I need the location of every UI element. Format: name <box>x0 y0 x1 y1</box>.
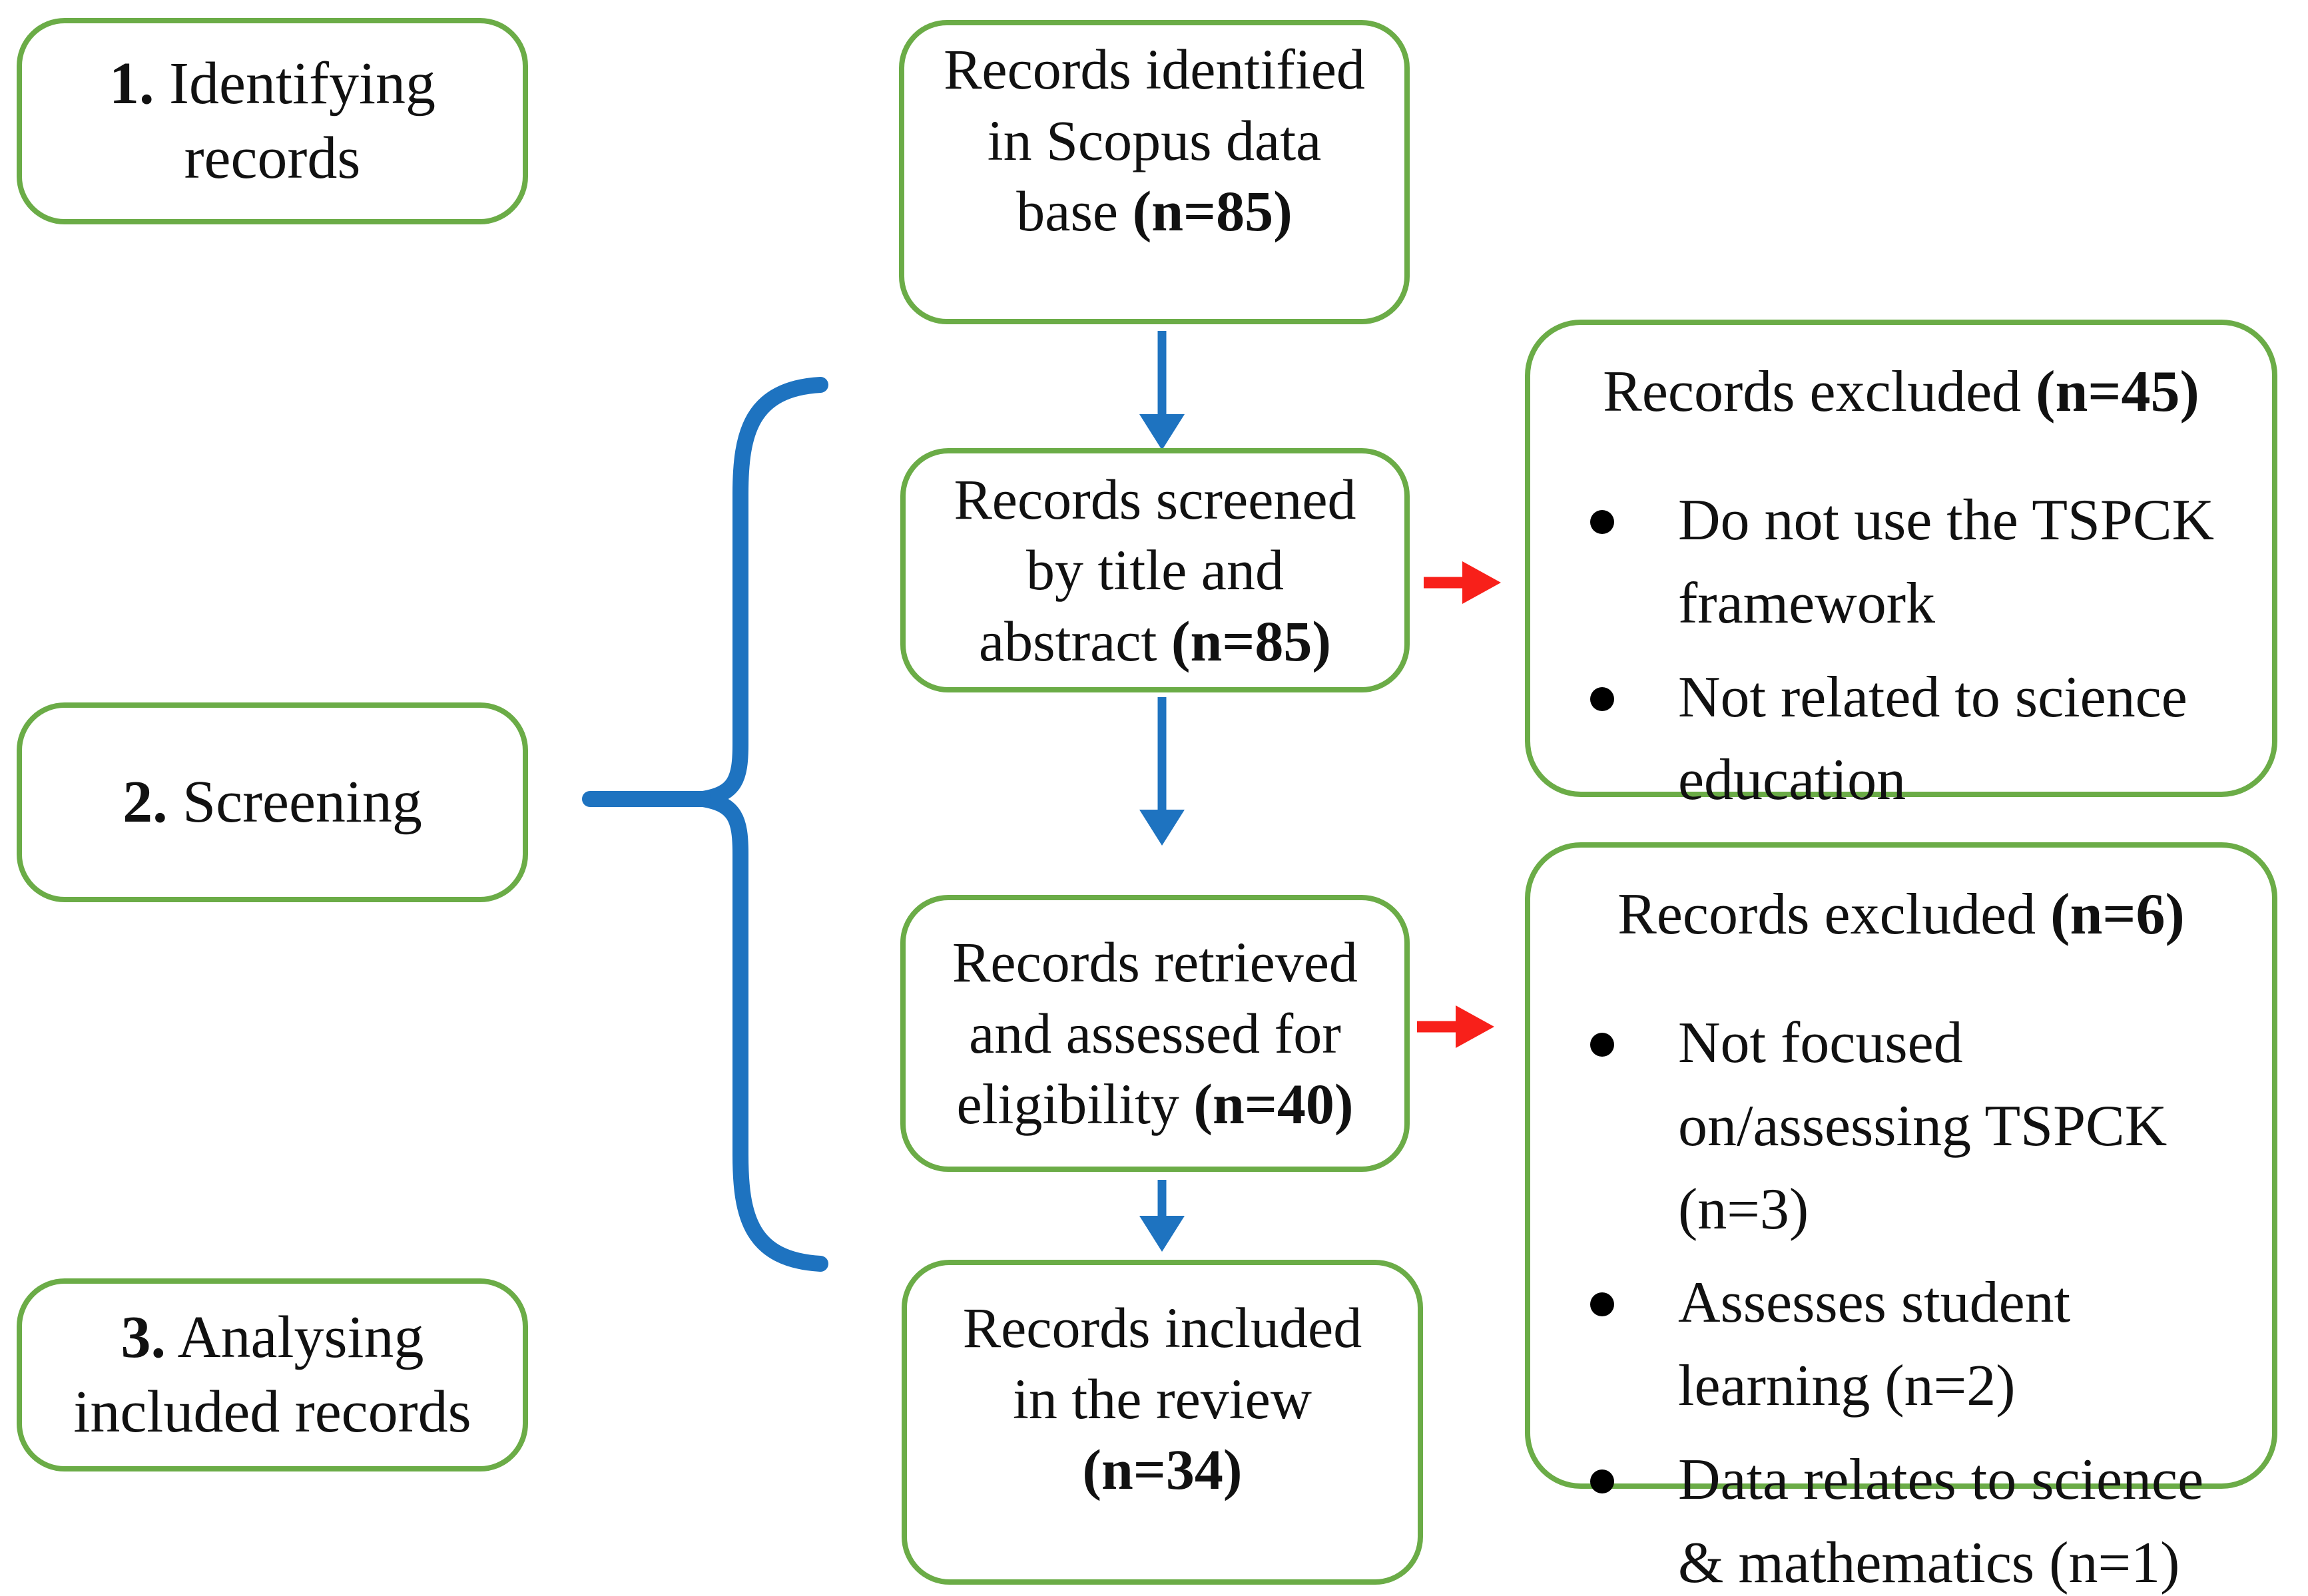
text-segment: (n=85) <box>1171 609 1331 673</box>
stage-label: 1. Identifying records <box>54 47 491 196</box>
text-segment: Identifying records <box>154 50 435 192</box>
text-line: Records screened <box>954 464 1356 535</box>
exclusion-title: Records excluded (n=6) <box>1570 880 2232 950</box>
text-line: in Scopus data <box>944 105 1365 176</box>
text-segment: Records retrieved <box>952 930 1358 995</box>
text-segment: Analysing included records <box>73 1304 471 1446</box>
bullet-item: Not focused on/assessing TSPCK (n=3) <box>1570 1002 2232 1252</box>
stage-box-analysing-included-records: 3. Analysing included records <box>17 1278 528 1471</box>
text-line: Records included <box>963 1292 1362 1364</box>
arrow-screened-to-excluded <box>1424 561 1501 604</box>
bullet-text: Not related to science education <box>1678 665 2187 813</box>
text-segment: Records included <box>962 1296 1362 1360</box>
arrow-screened-to-retrieved <box>1139 697 1185 846</box>
bullet-text: Do not use the TSPCK framework <box>1678 487 2215 636</box>
text-segment: in Scopus data <box>987 108 1322 172</box>
stage-label: 2. Screening <box>123 765 422 840</box>
text-line: abstract (n=85) <box>954 606 1356 677</box>
exclusion-title: Records excluded (n=45) <box>1570 357 2232 427</box>
bullet-text: Data relates to science & mathematics (n… <box>1678 1448 2204 1596</box>
bullet-text: Not focused on/assessing TSPCK (n=3) <box>1678 1010 2167 1242</box>
text-segment: Records excluded <box>1603 360 2036 424</box>
text-line: Records identified <box>944 34 1365 105</box>
text-segment: (n=6) <box>2050 882 2185 947</box>
text-segment: (n=85) <box>1132 179 1293 244</box>
text-line: (n=34) <box>963 1434 1362 1505</box>
exclusion-box-eligibility: Records excluded (n=6) Not focused on/as… <box>1525 842 2277 1595</box>
screening-brace <box>701 377 828 1272</box>
text-line: base (n=85) <box>944 176 1365 247</box>
text-segment: 1. <box>109 50 154 117</box>
bullet-item: Not related to science education <box>1570 657 2232 823</box>
bullet-item: Do not use the TSPCK framework <box>1570 479 2232 646</box>
text-segment: base <box>1016 179 1133 244</box>
arrow-retrieved-to-included <box>1139 1180 1185 1252</box>
text-segment: Records screened <box>954 467 1356 531</box>
text-line: and assessed for <box>952 998 1358 1069</box>
arrow-identified-to-screened <box>1139 331 1185 450</box>
text-line: in the review <box>963 1364 1362 1435</box>
arrow-retrieved-to-excluded <box>1417 1005 1494 1048</box>
bullet-icon <box>1590 1292 1614 1317</box>
text-segment: Records identified <box>944 37 1365 102</box>
bullet-icon <box>1590 1469 1614 1494</box>
text-segment: 3. <box>121 1304 166 1370</box>
bullet-item: Assesses student learning (n=2) <box>1570 1262 2232 1428</box>
text-segment: by title and <box>1026 538 1284 603</box>
text-line: by title and <box>954 535 1356 606</box>
exclusion-bullet-list: Not focused on/assessing TSPCK (n=3) Asse… <box>1570 1002 2232 1596</box>
text-segment: (n=34) <box>1082 1438 1243 1502</box>
text-segment: (n=40) <box>1193 1072 1354 1137</box>
text-segment: and assessed for <box>969 1001 1341 1065</box>
text-segment: 2. <box>123 768 168 835</box>
bullet-icon <box>1590 686 1614 711</box>
exclusion-box-screening: Records excluded (n=45) Do not use the T… <box>1525 320 2277 812</box>
bullet-icon <box>1590 1032 1614 1057</box>
bullet-item: Data relates to science & mathematics (n… <box>1570 1439 2232 1596</box>
text-segment: eligibility <box>956 1072 1194 1137</box>
stage-box-screening: 2. Screening <box>17 702 528 902</box>
stage-box-identifying-records: 1. Identifying records <box>17 18 528 224</box>
text-line: Records retrieved <box>952 927 1358 998</box>
bullet-text: Assesses student learning (n=2) <box>1678 1270 2071 1419</box>
text-segment: abstract <box>978 609 1171 673</box>
text-segment: Screening <box>167 768 422 835</box>
text-segment: in the review <box>1013 1366 1312 1431</box>
bullet-icon <box>1590 509 1614 534</box>
text-segment: Records excluded <box>1617 882 2051 947</box>
text-segment: (n=45) <box>2036 360 2199 424</box>
stage-label: 3. Analysing included records <box>54 1300 491 1450</box>
text-line: eligibility (n=40) <box>952 1069 1358 1140</box>
